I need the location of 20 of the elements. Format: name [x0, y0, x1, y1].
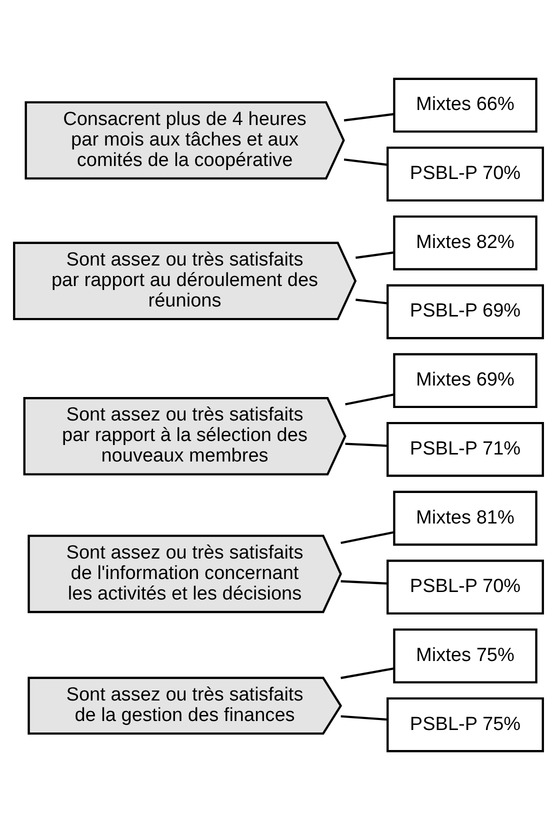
node-box: PSBL-P 71%	[386, 422, 544, 477]
connector	[356, 251, 394, 259]
node-box: Mixtes 81%	[393, 490, 538, 546]
node-box: Mixtes 66%	[393, 78, 538, 133]
connector	[345, 394, 394, 406]
connector	[340, 580, 388, 585]
node-box: PSBL-P 69%	[386, 284, 544, 340]
node-box: PSBL-P 70%	[386, 560, 544, 615]
connector	[344, 158, 388, 166]
node-box: PSBL-P 70%	[386, 146, 544, 202]
node-box: Mixtes 75%	[393, 628, 538, 684]
node-box: Mixtes 69%	[393, 353, 538, 408]
connector	[340, 531, 394, 544]
connector	[344, 113, 394, 122]
connector	[356, 298, 388, 304]
connector	[340, 667, 394, 680]
node-box: PSBL-P 75%	[386, 697, 544, 752]
connector	[345, 442, 388, 447]
connector	[340, 715, 388, 721]
node-box: Mixtes 82%	[393, 215, 538, 270]
